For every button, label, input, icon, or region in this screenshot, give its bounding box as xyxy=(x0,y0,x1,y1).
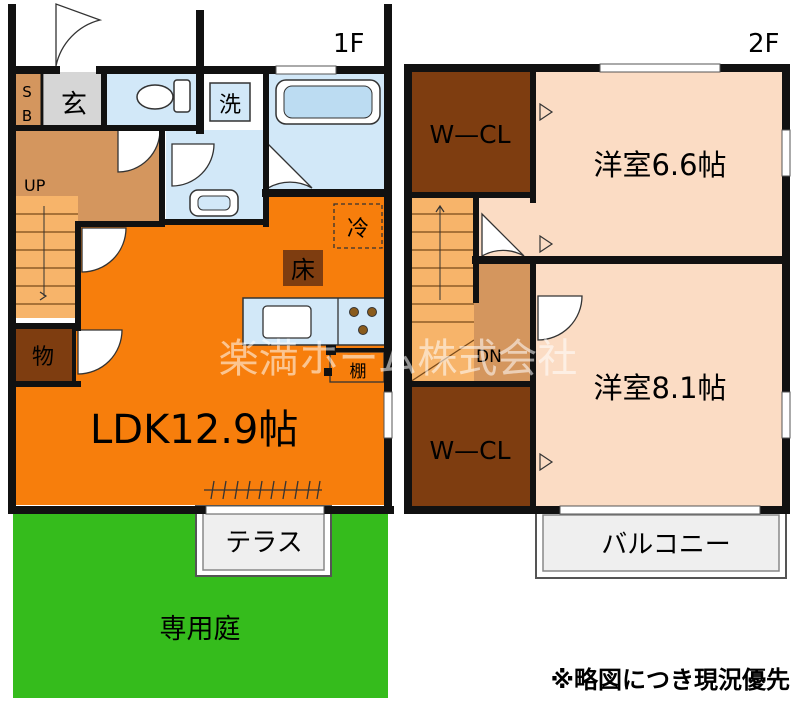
washer-label-box xyxy=(209,82,251,122)
walk-in-closet-top xyxy=(410,70,531,193)
genkan-area xyxy=(44,72,102,128)
wcl-bottom-label: W—CL xyxy=(429,436,510,465)
storage-label: 物 xyxy=(32,345,54,370)
shelf xyxy=(329,351,385,383)
floor-storage xyxy=(283,250,323,286)
stairs-2f xyxy=(410,196,474,382)
window-sash xyxy=(204,480,322,500)
fridge-space xyxy=(333,203,383,249)
floor1-label: 1F xyxy=(333,29,365,59)
shelf-label: 棚 xyxy=(350,362,367,382)
room-8-1-label: 洋室8.1帖 xyxy=(593,371,726,405)
western-room-6-6 xyxy=(534,70,784,256)
sb-label-s: S xyxy=(22,83,32,101)
room-6-6-label: 洋室6.6帖 xyxy=(593,148,726,182)
entrance-door-swing xyxy=(55,3,103,67)
sb-label-b: B xyxy=(22,107,32,125)
kitchen-sink-icon xyxy=(262,305,312,339)
dn-label: DN xyxy=(476,347,502,367)
stairs-1f xyxy=(12,196,78,318)
floor-storage-label: 床 xyxy=(291,256,315,284)
up-label: UP xyxy=(24,176,46,195)
terrace-label: テラス xyxy=(225,528,302,558)
balcony-label: バルコニー xyxy=(601,530,730,560)
floor2-label: 2F xyxy=(748,29,780,59)
disclaimer-note: ※略図につき現況優先 xyxy=(551,666,790,694)
shoe-box xyxy=(12,72,42,128)
watermark: 楽満ホーム株式会社 xyxy=(219,336,578,382)
storage-closet xyxy=(14,328,72,382)
garden-label: 専用庭 xyxy=(160,614,241,645)
ldk-label: LDK12.9帖 xyxy=(90,407,298,453)
stove-icon xyxy=(349,307,377,335)
genkan-label: 玄 xyxy=(61,90,87,120)
wcl-top-label: W—CL xyxy=(429,120,510,149)
walk-in-closet-bottom xyxy=(410,386,531,508)
toilet-icon xyxy=(173,79,191,113)
fridge-label: 冷 xyxy=(347,217,369,242)
washer-label: 洗 xyxy=(219,93,241,118)
hall-2f xyxy=(474,264,534,382)
walls-1f xyxy=(8,4,394,514)
